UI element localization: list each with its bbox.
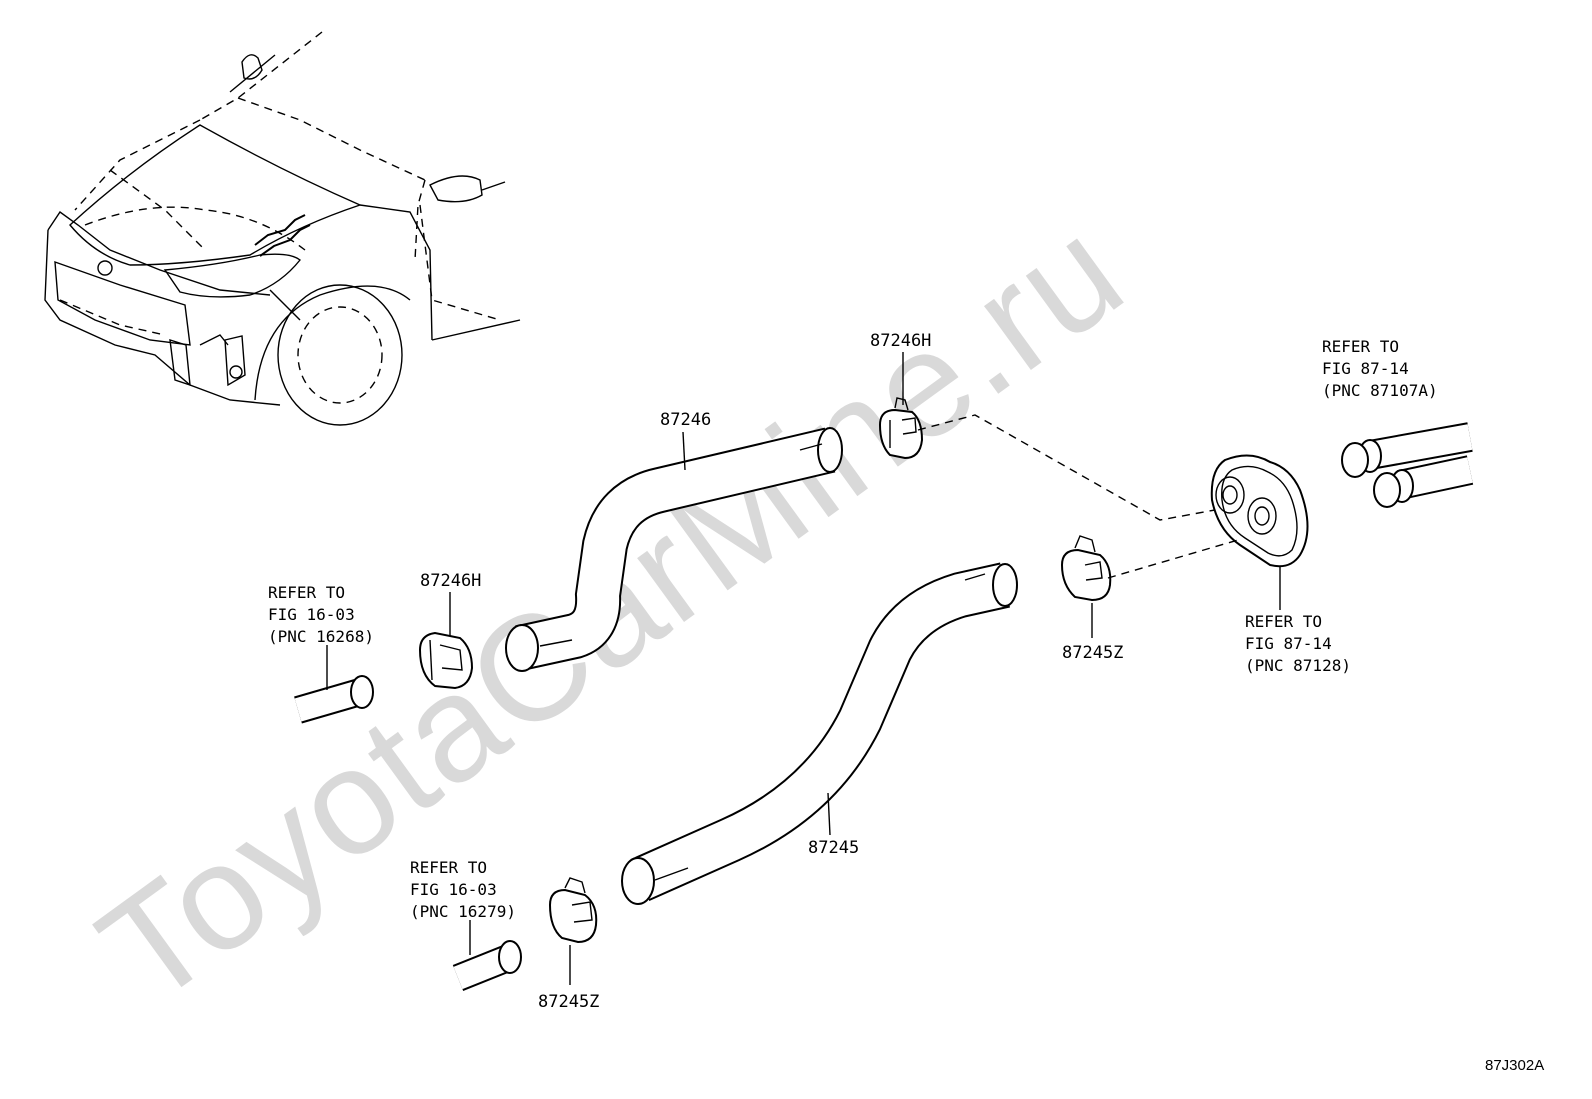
- clip-87245z-left: [548, 877, 598, 944]
- pipes-87107a: [1341, 422, 1474, 508]
- ref-line: FIG 87-14: [1322, 359, 1409, 378]
- hose-87246: [505, 427, 843, 672]
- hose-87245: [621, 562, 1018, 905]
- figure-code: 87J302A: [1485, 1057, 1544, 1074]
- ref-line: FIG 16-03: [268, 605, 355, 624]
- ref-line: (PNC 87107A): [1322, 381, 1438, 400]
- label-87246: 87246: [660, 410, 711, 430]
- grommet-87128: [1210, 454, 1309, 568]
- ref-line: (PNC 16268): [268, 627, 374, 646]
- ref-line: REFER TO: [410, 858, 487, 877]
- clip-87246h-left: [418, 631, 474, 690]
- clip-87245z-right: [1060, 535, 1112, 602]
- ref-line: REFER TO: [1245, 612, 1322, 631]
- pipe-16268: [294, 675, 374, 724]
- ref-line: FIG 16-03: [410, 880, 497, 899]
- ref-line: FIG 87-14: [1245, 634, 1332, 653]
- label-87246h-left: 87246H: [420, 571, 481, 591]
- ref-87128: REFER TO FIG 87-14 (PNC 87128): [1245, 612, 1351, 675]
- ref-16279: REFER TO FIG 16-03 (PNC 16279): [410, 858, 516, 921]
- ref-line: REFER TO: [1322, 337, 1399, 356]
- ref-line: (PNC 16279): [410, 902, 516, 921]
- car-front-illustration: [44, 31, 521, 426]
- ref-line: (PNC 87128): [1245, 656, 1351, 675]
- label-87245z-right: 87245Z: [1062, 643, 1123, 663]
- label-87245z-left: 87245Z: [538, 992, 599, 1012]
- label-87245: 87245: [808, 838, 859, 858]
- ref-16268: REFER TO FIG 16-03 (PNC 16268): [268, 583, 374, 646]
- clip-87246h-upper: [878, 397, 924, 460]
- ref-87107a: REFER TO FIG 87-14 (PNC 87107A): [1322, 337, 1438, 400]
- pipe-16279: [452, 940, 522, 991]
- ref-line: REFER TO: [268, 583, 345, 602]
- label-87246h-upper: 87246H: [870, 331, 931, 351]
